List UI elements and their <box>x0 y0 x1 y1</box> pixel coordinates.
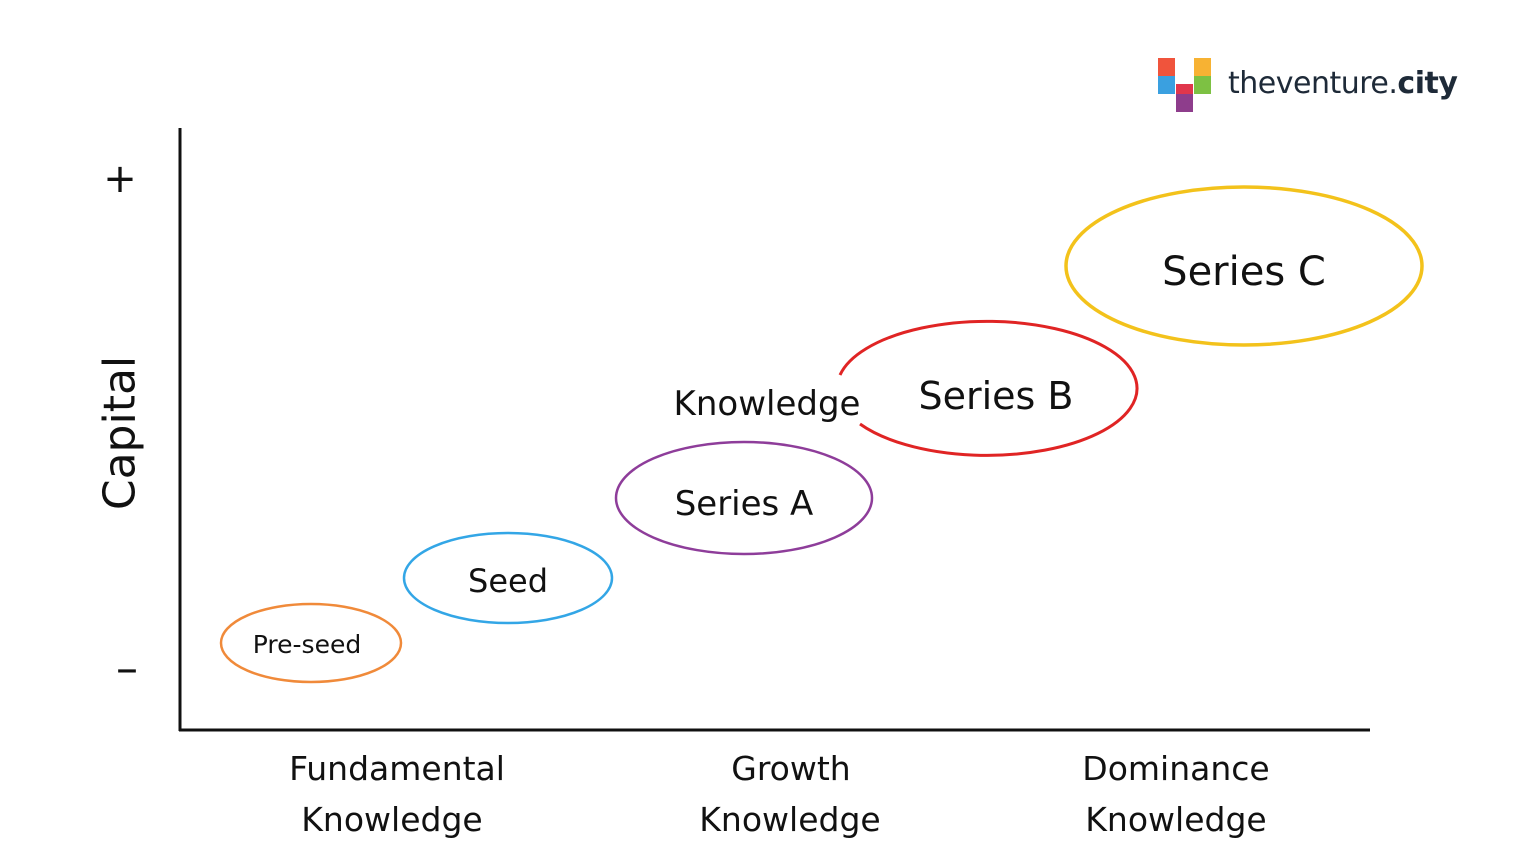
stage-label: Series A <box>675 484 814 524</box>
x-category-line1: Growth <box>731 749 850 788</box>
x-category-line2: Knowledge <box>1085 800 1266 839</box>
y-axis-bottom-marker: – <box>116 643 138 694</box>
stage-series-a: Series A <box>614 440 874 556</box>
x-category-fundamental: Fundamental Knowledge <box>289 749 505 839</box>
stage-ellipse <box>219 602 403 684</box>
x-category-line1: Dominance <box>1082 749 1269 788</box>
stage-ellipse <box>402 531 614 625</box>
stage-label: Seed <box>468 562 548 600</box>
x-category-growth: Growth Knowledge <box>699 749 880 839</box>
x-category-line1: Fundamental <box>289 749 505 788</box>
stage-series-b: Series B <box>838 319 1139 457</box>
stage-ellipse <box>614 440 874 556</box>
y-axis-top-marker: + <box>103 156 137 202</box>
y-axis-label: Capital <box>95 356 146 510</box>
stage-label: Series B <box>918 374 1073 418</box>
brand-logo: theventure.city <box>1158 58 1488 114</box>
x-category-line2: Knowledge <box>301 800 482 839</box>
logo-mark-icon <box>1158 58 1211 112</box>
stage-label: Pre-seed <box>253 630 361 659</box>
x-category-line2: Knowledge <box>699 800 880 839</box>
stage-series-c: Series C <box>1064 185 1424 347</box>
brand-wordmark: theventure.city <box>1228 66 1458 101</box>
stray-knowledge-label: Knowledge <box>674 384 861 424</box>
stage-seed: Seed <box>402 531 614 625</box>
stage-ellipse <box>1064 185 1424 347</box>
stage-ellipse <box>838 319 1139 457</box>
stage-label: Series C <box>1162 249 1326 295</box>
x-category-dominance: Dominance Knowledge <box>1082 749 1269 839</box>
stage-pre-seed: Pre-seed <box>219 602 403 684</box>
